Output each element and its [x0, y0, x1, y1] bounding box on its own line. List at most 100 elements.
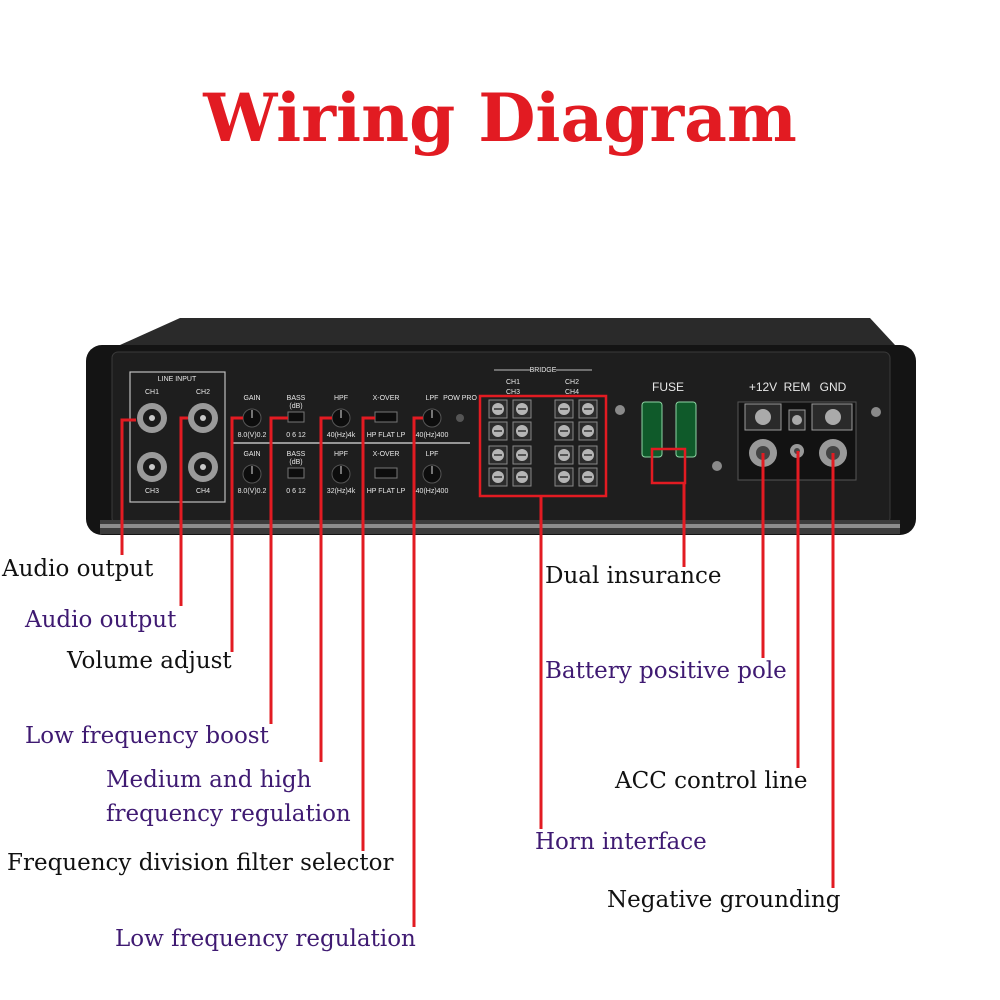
rca-jack-ch4[interactable]: [188, 452, 218, 482]
power-terminals: +12V REM GND: [737, 380, 857, 481]
label-battery-positive: Battery positive pole: [545, 658, 787, 684]
ch4-label: CH4: [196, 488, 210, 495]
label-audio-output-2: Audio output: [25, 607, 177, 633]
speaker-terminals: BRIDGE CH1 CH3 CH2 CH4: [478, 367, 608, 498]
rca-jack-ch1[interactable]: [137, 403, 167, 433]
leader-volume-adjust: [230, 416, 243, 652]
speaker-terminal-screw[interactable]: [578, 399, 598, 419]
speaker-terminal-screw[interactable]: [512, 421, 532, 441]
rem-terminal[interactable]: [788, 409, 806, 458]
rca-jack-ch3[interactable]: [137, 452, 167, 482]
hpf-range-bottom: 32(Hz)4k: [327, 488, 356, 495]
hpf-range-top: 40(Hz)4k: [327, 432, 356, 439]
plus12v-label: +12V: [749, 380, 777, 394]
hpf-knob-top[interactable]: [331, 408, 351, 428]
speaker-terminal-screw[interactable]: [578, 421, 598, 441]
speaker-terminal-screw[interactable]: [578, 445, 598, 465]
label-low-frequency-regulation: Low frequency regulation: [115, 926, 416, 952]
hpf-label-bottom: HPF: [334, 451, 348, 458]
bridge-ch4-label: CH4: [565, 389, 579, 396]
line-input-section: LINE INPUT CH1 CH2 CH3 CH4: [129, 371, 226, 503]
gain-range-bottom: 8.0(V)0.2: [238, 488, 267, 495]
bass-label-bottom: BASS: [287, 451, 306, 458]
ch1-label: CH1: [145, 389, 159, 396]
speaker-terminal-screw[interactable]: [554, 399, 574, 419]
xover-modes-top: HP FLAT LP: [367, 432, 406, 439]
speaker-terminal-screw[interactable]: [578, 467, 598, 487]
speaker-terminal-screw[interactable]: [488, 399, 508, 419]
lpf-knob-top[interactable]: [422, 408, 442, 428]
label-medium-high-line2: frequency regulation: [106, 801, 351, 827]
leader-audio-output-2: [179, 416, 188, 606]
hpf-knob-bottom[interactable]: [331, 464, 351, 484]
panel-screw: [712, 461, 722, 471]
gain-range-top: 8.0(V)0.2: [238, 432, 267, 439]
gain-knob-bottom[interactable]: [242, 464, 262, 484]
leader-audio-output-1: [120, 418, 136, 555]
bass-label-top: BASS: [287, 395, 306, 402]
bridge-label: BRIDGE: [530, 367, 557, 374]
gnd-label: GND: [820, 380, 847, 394]
bass-range-bottom: 0 6 12: [286, 488, 306, 495]
speaker-terminal-screw[interactable]: [488, 467, 508, 487]
label-low-frequency-boost: Low frequency boost: [25, 723, 269, 749]
label-frequency-division: Frequency division filter selector: [7, 850, 394, 876]
bass-unit-bottom: (dB): [289, 459, 302, 466]
speaker-terminal-screw[interactable]: [512, 445, 532, 465]
pow-pro-label: POW PRO: [443, 395, 477, 402]
speaker-terminal-screw[interactable]: [512, 467, 532, 487]
xover-switch-bottom[interactable]: [374, 467, 398, 479]
bass-switch-top[interactable]: [287, 411, 305, 423]
gain-label-top: GAIN: [243, 395, 260, 402]
gain-label-bottom: GAIN: [243, 451, 260, 458]
speaker-terminal-screw[interactable]: [554, 421, 574, 441]
bass-unit-top: (dB): [289, 403, 302, 410]
speaker-terminal-screw[interactable]: [488, 445, 508, 465]
xover-modes-bottom: HP FLAT LP: [367, 488, 406, 495]
rca-jack-ch2[interactable]: [188, 403, 218, 433]
controls-section: GAIN BASS (dB) HPF X-OVER LPF POW PRO 8.…: [232, 395, 477, 495]
lpf-knob-bottom[interactable]: [422, 464, 442, 484]
line-input-label: LINE INPUT: [158, 376, 197, 383]
leader-low-frequency-boost: [269, 416, 288, 724]
bridge-ch3-label: CH3: [506, 389, 520, 396]
xover-label-bottom: X-OVER: [373, 451, 400, 458]
leader-lines: [120, 416, 835, 927]
ch2-label: CH2: [196, 389, 210, 396]
panel-screw: [615, 405, 625, 415]
xover-switch-top[interactable]: [374, 411, 398, 423]
bass-switch-bottom[interactable]: [287, 467, 305, 479]
lpf-range-top: 40(Hz)400: [416, 432, 449, 439]
hpf-label-top: HPF: [334, 395, 348, 402]
bridge-ch1-label: CH1: [506, 379, 520, 386]
speaker-terminal-screw[interactable]: [554, 445, 574, 465]
label-medium-high-line1: Medium and high: [106, 767, 312, 793]
lpf-range-bottom: 40(Hz)400: [416, 488, 449, 495]
leader-frequency-division: [361, 416, 375, 851]
bridge-ch2-label: CH2: [565, 379, 579, 386]
plus12v-terminal[interactable]: [744, 403, 782, 467]
label-dual-insurance: Dual insurance: [545, 563, 722, 589]
label-volume-adjust: Volume adjust: [67, 648, 232, 674]
rem-label: REM: [784, 380, 811, 394]
label-negative-grounding: Negative grounding: [607, 887, 841, 913]
label-audio-output-1: Audio output: [2, 556, 154, 582]
lpf-label-top: LPF: [426, 395, 439, 402]
speaker-terminal-screw[interactable]: [554, 467, 574, 487]
speaker-terminal-screw[interactable]: [512, 399, 532, 419]
gain-knob-top[interactable]: [242, 408, 262, 428]
label-acc-control: ACC control line: [615, 768, 808, 794]
panel-screw: [871, 407, 881, 417]
speaker-terminal-screw[interactable]: [488, 421, 508, 441]
lpf-label-bottom: LPF: [426, 451, 439, 458]
bass-range-top: 0 6 12: [286, 432, 306, 439]
label-horn-interface: Horn interface: [535, 829, 707, 855]
diagram-title: Wiring Diagram: [203, 79, 797, 157]
leader-low-frequency-regulation: [412, 416, 423, 927]
fuse-leader-box: [650, 447, 687, 485]
ch3-label: CH3: [145, 488, 159, 495]
leader-medium-high: [319, 416, 332, 762]
fuse-label: FUSE: [652, 380, 684, 394]
power-led: [456, 414, 464, 422]
